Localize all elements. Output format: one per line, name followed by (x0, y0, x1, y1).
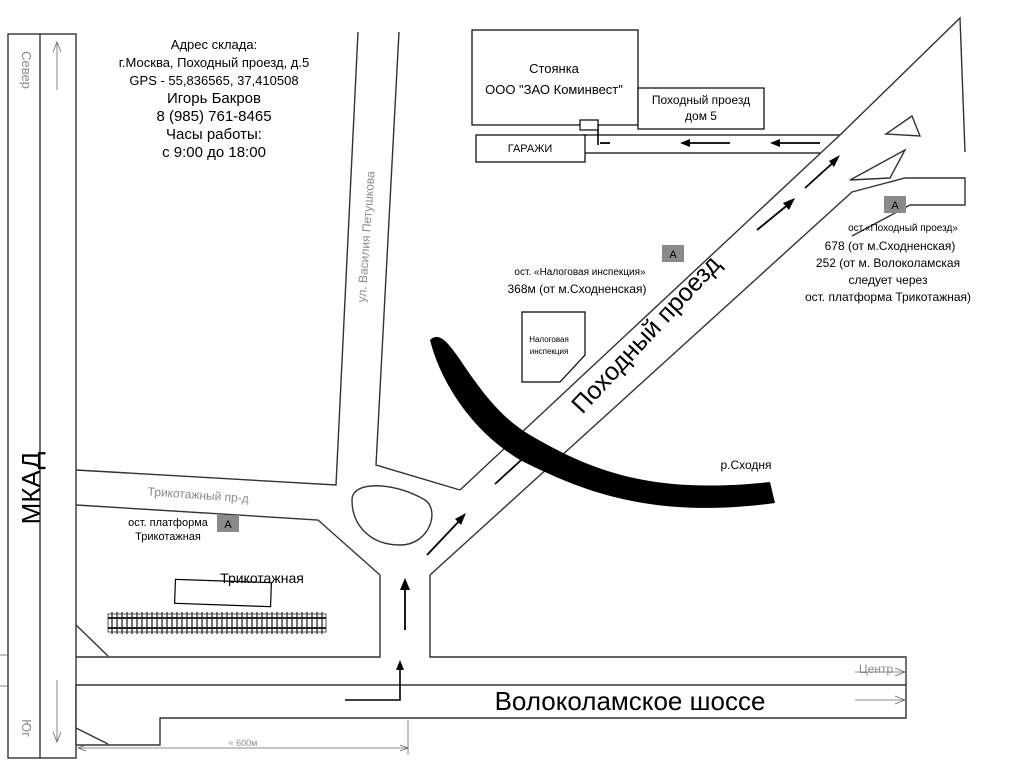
stop-badge-tax-label: А (669, 249, 677, 261)
north-arrow (52, 40, 62, 90)
contact-name: Игорь Бакров (167, 90, 261, 107)
stop-pohodny-line2: 252 (от м. Волоколамская (816, 256, 960, 270)
center-arrow-top (855, 667, 907, 677)
trikotazhny-label: Трикотажный пр-д (147, 484, 249, 505)
stop-tax-line1: 368м (от м.Сходненская) (508, 282, 647, 296)
south-arrow (52, 680, 62, 744)
stop-platform-line1: ост. платформа (128, 517, 209, 529)
hours-text: с 9:00 до 18:00 (162, 144, 266, 161)
stop-badge-platform-label: А (224, 519, 232, 531)
parking-title: Стоянка (529, 61, 580, 76)
stop-pohodny-line1: 678 (от м.Сходненская) (825, 239, 956, 253)
parking-lot (471, 29, 639, 126)
route-arrows (400, 139, 840, 630)
south-label: Юг (19, 719, 34, 737)
tax-office-building (521, 311, 586, 383)
stop-badge-pohodny-label: А (891, 200, 899, 212)
phone-number: 8 (985) 761-8465 (156, 108, 272, 125)
stop-pohodny-line3: следует через (849, 273, 928, 287)
turn-arrow (345, 665, 401, 701)
gate (579, 119, 599, 131)
tax-building-line2: инспекция (530, 347, 569, 356)
mkad-road (7, 33, 77, 759)
stop-badge-platform (217, 515, 239, 532)
petushkova-label: ул. Василия Петушкова (354, 170, 377, 302)
distance-marker (76, 720, 410, 755)
trikotazhnaya-platform (173, 578, 273, 608)
target-building (637, 87, 765, 130)
stop-badge-tax (662, 245, 684, 262)
mkad-label: МКАД (16, 451, 46, 524)
stop-tax-title: ост. «Налоговая инспекция» (514, 267, 646, 278)
target-line2: дом 5 (685, 109, 717, 123)
hours-heading: Часы работы: (166, 126, 262, 143)
volokolamskoe-label: Волоколамское шоссе (495, 686, 766, 716)
stop-badge-pohodny (884, 196, 906, 213)
target-line1: Походный проезд (652, 93, 750, 107)
railway-track (107, 612, 327, 634)
center-arrow (855, 695, 907, 705)
garages-building (475, 134, 586, 163)
trikotazhny-road (75, 31, 461, 576)
parking-company: ООО "ЗАО Коминвест" (485, 82, 623, 97)
tax-building-line1: Налоговая (529, 335, 569, 344)
river-skhodnya (430, 336, 775, 508)
stop-pohodny-title: ост.«Походный проезд» (848, 223, 958, 234)
address-text: г.Москва, Походный проезд, д.5 (118, 55, 310, 70)
river-label: р.Сходня (720, 458, 771, 472)
stop-pohodny-line4: ост. платформа Трикотажная) (805, 290, 971, 304)
volokolamskoe-road (75, 575, 907, 746)
gps-text: GPS - 55,836565, 37,410508 (129, 73, 299, 88)
trikotazhnaya-label: Трикотажная (220, 570, 304, 586)
distance-label: ≈ 600м (229, 738, 258, 748)
address-heading: Адрес склада: (170, 37, 258, 52)
info-block: Адрес склада: г.Москва, Походный проезд,… (96, 36, 332, 162)
north-label: Север (19, 51, 34, 89)
center-label: Центр (859, 662, 894, 676)
garages-label: ГАРАЖИ (508, 143, 553, 155)
stop-platform-line2: Трикотажная (135, 531, 201, 543)
roundabout-island (351, 485, 433, 546)
